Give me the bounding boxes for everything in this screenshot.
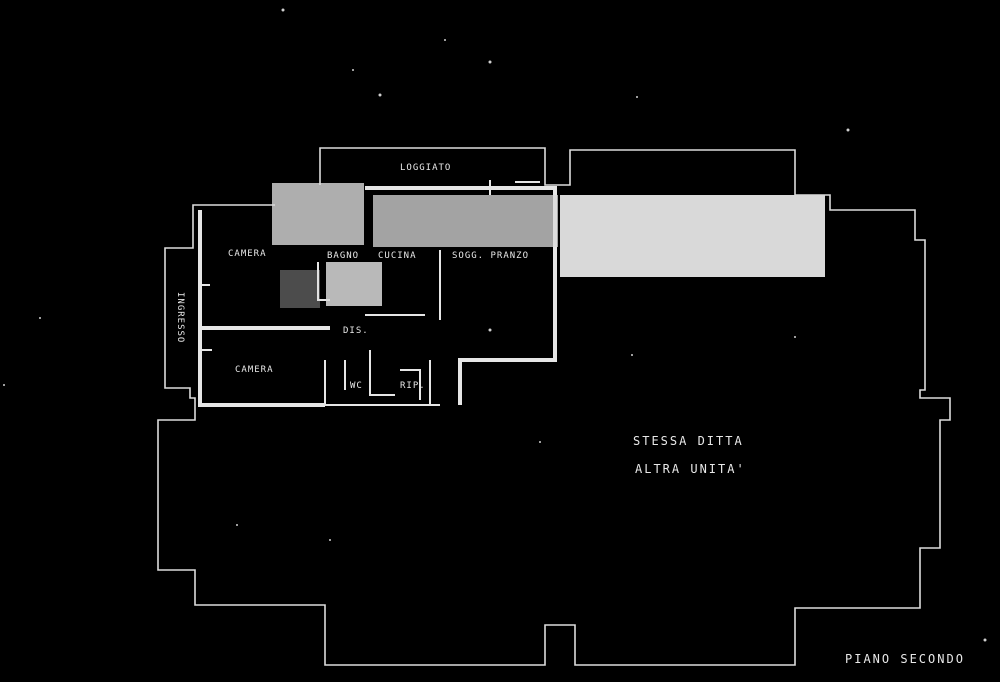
note-stessa-ditta: STESSA DITTA — [633, 434, 744, 448]
scan-specks — [3, 8, 987, 642]
interior-wall-5 — [344, 350, 431, 405]
note-altra-unita: ALTRA UNITA' — [635, 462, 746, 476]
redaction-block — [373, 195, 558, 247]
apartment-wall-top — [365, 186, 557, 405]
interior-wall-4 — [324, 360, 440, 406]
redaction-block — [326, 262, 382, 306]
room-label-dis: DIS. — [343, 326, 369, 336]
room-label-camera-bottom: CAMERA — [235, 365, 274, 375]
room-label-cucina: CUCINA — [378, 251, 417, 261]
room-label-ingresso: INGRESSO — [175, 292, 185, 343]
floor-label: PIANO SECONDO — [845, 652, 965, 666]
room-label-wc: WC — [350, 381, 363, 391]
apartment-wall — [198, 210, 325, 407]
room-label-loggiato: LOGGIATO — [400, 163, 451, 173]
room-label-camera-top: CAMERA — [228, 249, 267, 259]
room-label-sogg-pranzo: SOGG. PRANZO — [452, 251, 529, 261]
room-label-rip: RIP. — [400, 381, 426, 391]
redaction-block — [280, 270, 320, 308]
window-ticks — [200, 180, 540, 351]
redaction-block — [560, 195, 825, 277]
room-label-bagno: BAGNO — [327, 251, 359, 261]
redaction-block — [272, 183, 364, 245]
